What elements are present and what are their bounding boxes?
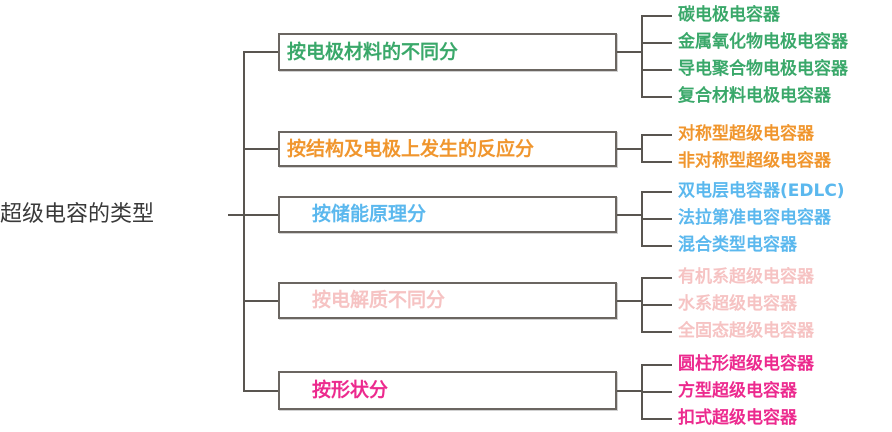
leaf-label-5-1: 圆柱形超级电容器: [678, 354, 814, 374]
category-box-1[interactable]: 按电极材料的不同分: [278, 33, 617, 71]
branch-connector-4: [243, 300, 279, 302]
branch-out-connector-5: [617, 390, 642, 392]
leaf-label-4-3: 全固态超级电容器: [678, 321, 814, 341]
leaf-label-3-2: 法拉第准电容电容器: [678, 208, 831, 228]
root-node-label: 超级电容的类型: [0, 202, 155, 227]
leaf-connector-1-3: [641, 69, 672, 71]
leaf-connector-3-3: [641, 245, 672, 247]
leaf-label-1-2: 金属氧化物电极电容器: [678, 32, 848, 52]
leaf-label-5-2: 方型超级电容器: [678, 381, 797, 401]
branch-connector-2: [243, 148, 279, 150]
leaf-label-2-1: 对称型超级电容器: [678, 124, 814, 144]
branch-connector-5: [243, 390, 279, 392]
category-box-4[interactable]: 按电解质不同分: [278, 282, 617, 319]
leaf-connector-1-2: [641, 42, 672, 44]
category-box-3[interactable]: 按储能原理分: [278, 196, 617, 233]
leaf-label-5-3: 扣式超级电容器: [678, 408, 797, 428]
leaf-trunk-1: [641, 15, 643, 97]
leaf-connector-1-4: [641, 96, 672, 98]
leaf-label-3-1: 双电层电容器(EDLC): [678, 181, 845, 201]
leaf-label-4-1: 有机系超级电容器: [678, 267, 814, 287]
branch-out-connector-3: [617, 214, 642, 216]
category-box-2[interactable]: 按结构及电极上发生的反应分: [278, 131, 617, 167]
category-label-3: 按储能原理分: [312, 203, 427, 225]
branch-out-connector-2: [617, 148, 642, 150]
leaf-label-2-2: 非对称型超级电容器: [678, 151, 831, 171]
leaf-connector-1-1: [641, 15, 672, 17]
category-label-1: 按电极材料的不同分: [287, 41, 459, 63]
leaf-label-1-4: 复合材料电极电容器: [678, 86, 831, 106]
leaf-connector-4-3: [641, 331, 672, 333]
leaf-connector-2-2: [641, 161, 672, 163]
branch-out-connector-1: [617, 51, 642, 53]
leaf-connector-4-2: [641, 304, 672, 306]
leaf-label-1-1: 碳电极电容器: [678, 5, 780, 25]
leaf-connector-4-1: [641, 277, 672, 279]
leaf-label-4-2: 水系超级电容器: [678, 294, 797, 314]
branch-connector-3: [243, 214, 279, 216]
leaf-connector-3-2: [641, 218, 672, 220]
root-stem-line: [228, 214, 245, 216]
leaf-connector-3-1: [641, 191, 672, 193]
leaf-connector-2-1: [641, 134, 672, 136]
leaf-connector-5-3: [641, 418, 672, 420]
leaf-label-1-3: 导电聚合物电极电容器: [678, 59, 848, 79]
leaf-connector-5-1: [641, 364, 672, 366]
main-trunk-line: [243, 52, 245, 391]
branch-out-connector-4: [617, 300, 642, 302]
leaf-label-3-3: 混合类型电容器: [678, 235, 797, 255]
leaf-trunk-2: [641, 134, 643, 162]
branch-connector-1: [243, 51, 279, 53]
category-label-2: 按结构及电极上发生的反应分: [287, 138, 535, 160]
category-label-5: 按形状分: [312, 379, 389, 401]
leaf-connector-5-2: [641, 391, 672, 393]
category-label-4: 按电解质不同分: [312, 289, 446, 311]
category-box-5[interactable]: 按形状分: [278, 371, 617, 410]
